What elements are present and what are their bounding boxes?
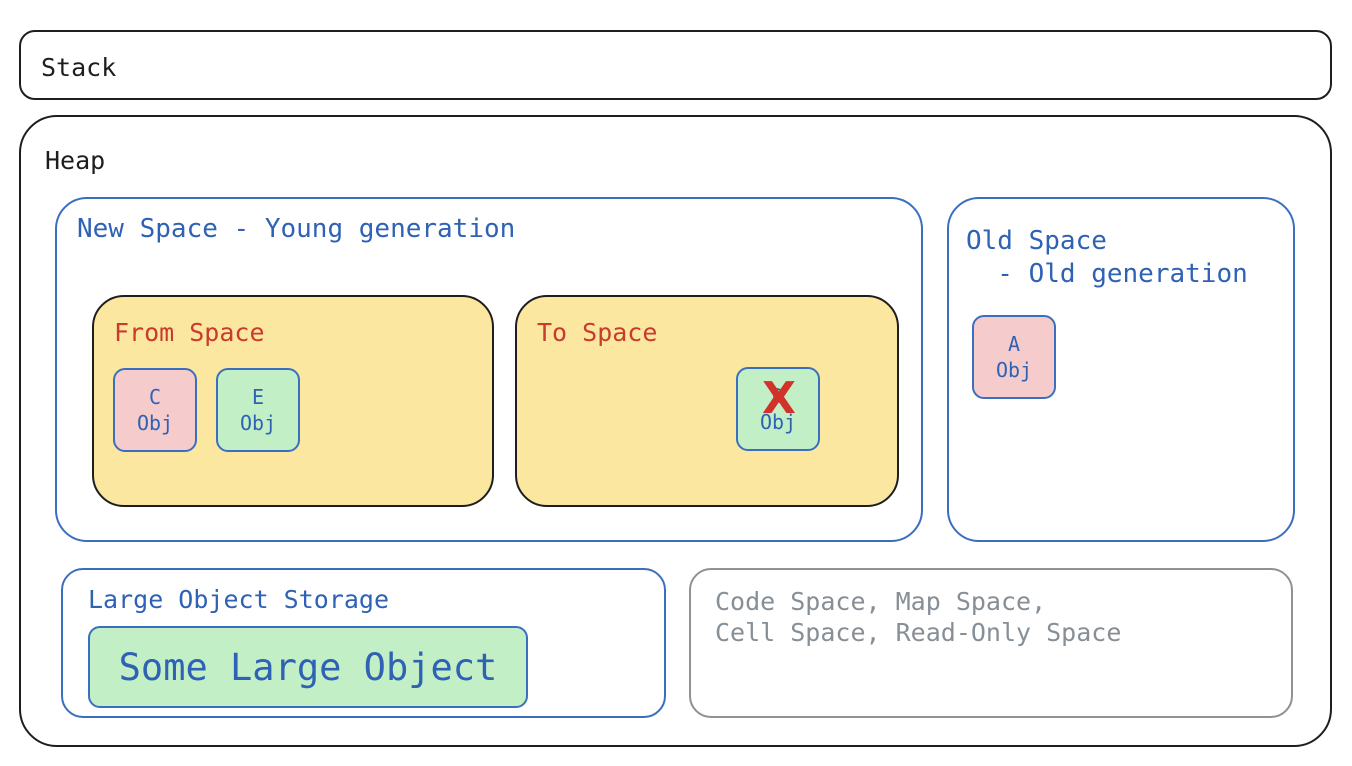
- object-d-name: D: [771, 384, 785, 408]
- heap-label: Heap: [45, 146, 106, 175]
- stack-region: Stack: [19, 30, 1332, 100]
- stack-label: Stack: [41, 53, 117, 82]
- object-a-label: Obj: [995, 358, 1033, 382]
- old-space-label: Old Space - Old generation: [966, 226, 1248, 289]
- object-e: E Obj: [216, 368, 300, 452]
- object-a-name: A: [1007, 332, 1021, 356]
- object-e-name: E: [251, 385, 265, 409]
- object-c: C Obj: [113, 368, 197, 452]
- large-object: Some Large Object: [88, 626, 528, 708]
- other-spaces-region: Code Space, Map Space, Cell Space, Read-…: [689, 568, 1293, 718]
- to-space-label: To Space: [537, 318, 658, 347]
- other-spaces-label: Code Space, Map Space, Cell Space, Read-…: [715, 587, 1122, 648]
- new-space-label: New Space - Young generation: [77, 214, 516, 244]
- heap-region: Heap New Space - Young generation From S…: [19, 115, 1332, 747]
- to-space-region: To Space D Obj X: [515, 295, 899, 507]
- object-a: A Obj: [972, 315, 1056, 399]
- large-object-label: Some Large Object: [118, 645, 498, 689]
- object-d: D Obj X: [736, 367, 820, 451]
- large-object-storage-label: Large Object Storage: [88, 585, 390, 614]
- object-d-label: Obj: [759, 410, 797, 434]
- object-e-label: Obj: [239, 411, 277, 435]
- object-c-label: Obj: [136, 411, 174, 435]
- object-c-name: C: [148, 385, 162, 409]
- new-space-region: New Space - Young generation From Space …: [55, 197, 923, 542]
- from-space-region: From Space C Obj E Obj: [92, 295, 494, 507]
- old-space-region: Old Space - Old generation A Obj: [947, 197, 1295, 542]
- from-space-label: From Space: [114, 318, 265, 347]
- large-object-storage-region: Large Object Storage Some Large Object: [61, 568, 666, 718]
- cross-mark-icon: X: [762, 373, 796, 424]
